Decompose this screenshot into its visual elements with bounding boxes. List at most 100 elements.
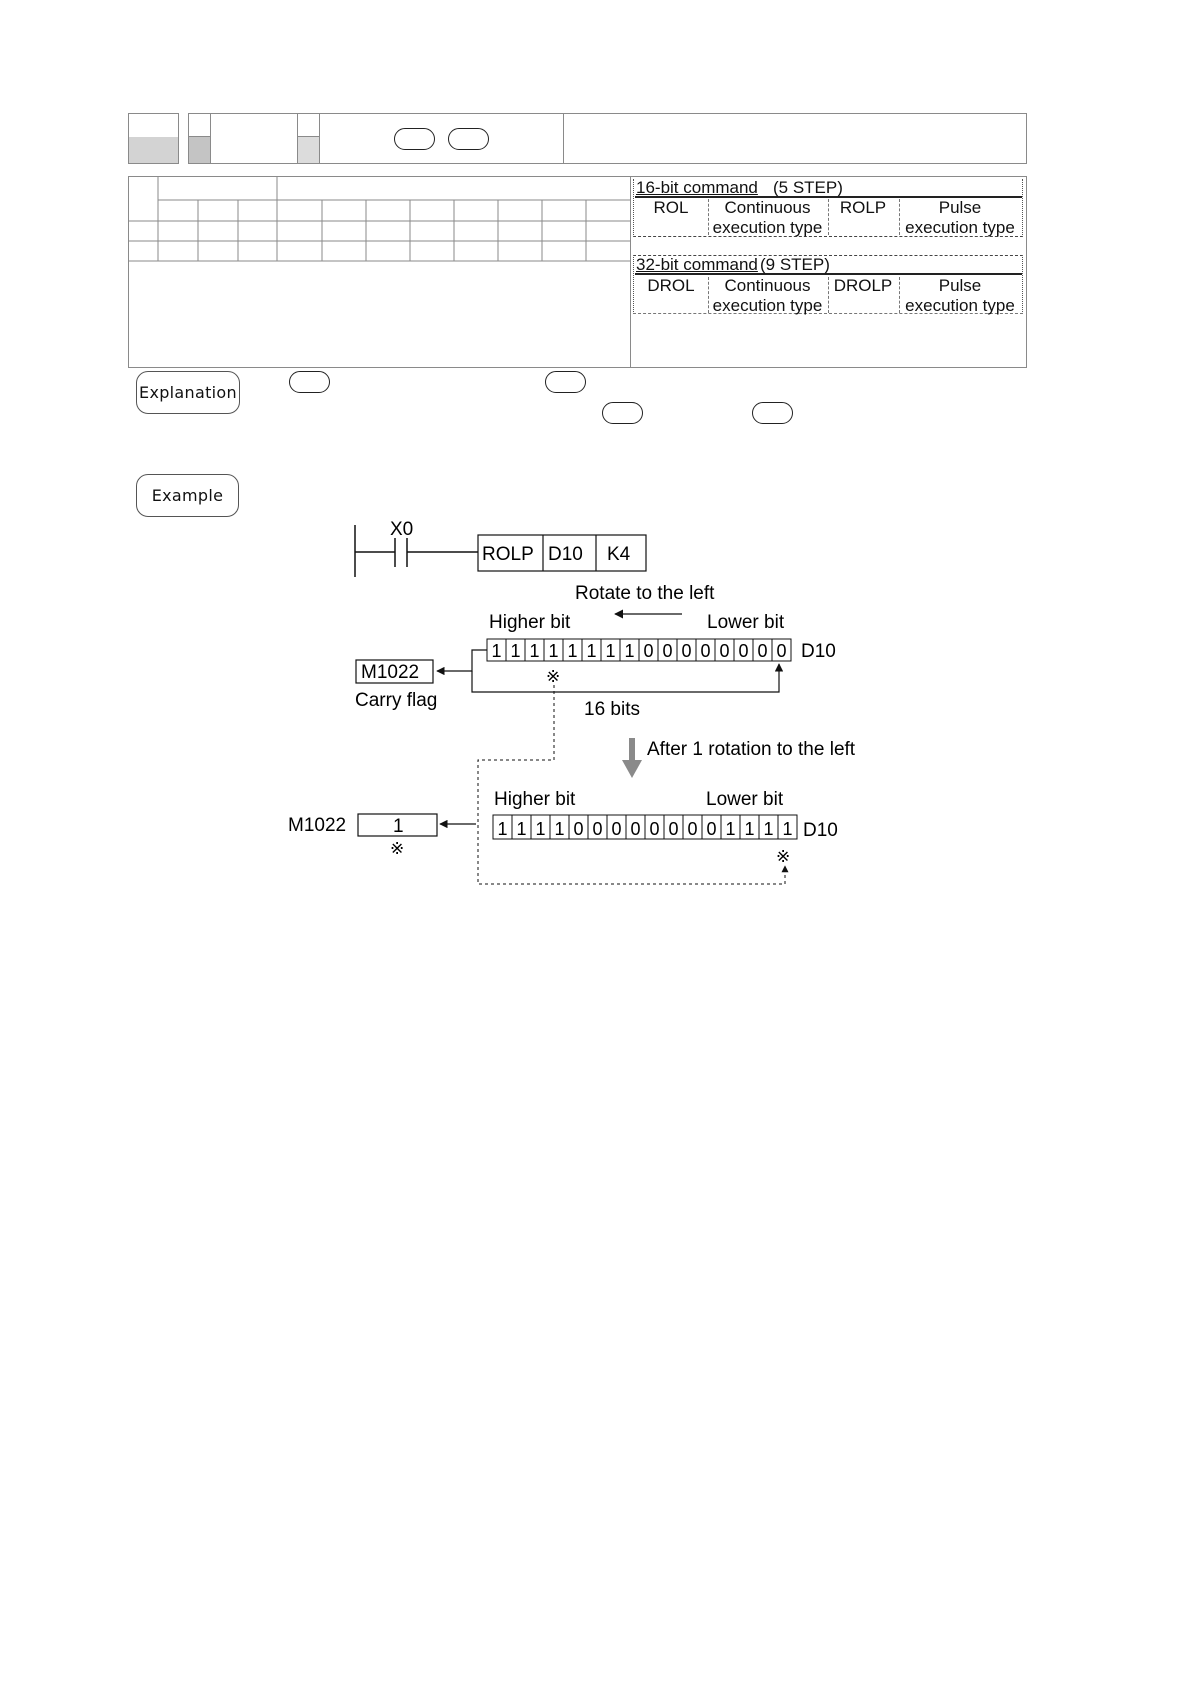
carry-label: Carry flag <box>355 690 437 711</box>
cmd32-sep-2 <box>828 277 829 313</box>
cmd16-header: 16-bit command <box>636 178 758 197</box>
after-bit-value: 1 <box>744 819 754 839</box>
before-bit-value: 1 <box>491 641 501 661</box>
carry-box-2 <box>357 813 438 837</box>
before-bit-cell <box>771 638 792 662</box>
operand-oval-2 <box>448 128 489 150</box>
header-cell-api <box>128 113 179 164</box>
header-divider-1 <box>210 113 211 164</box>
contact-label: X0 <box>390 519 413 540</box>
after-arrow <box>622 738 642 778</box>
cmd32-continuous-name: DROL <box>647 276 695 295</box>
cmd32-sep-3 <box>899 277 900 313</box>
header-cell-function <box>563 113 1027 164</box>
before-bit-value: 1 <box>529 641 539 661</box>
after-bit-value: 1 <box>535 819 545 839</box>
rotate-label: Rotate to the left <box>575 583 715 604</box>
after-bit-value: 0 <box>649 819 659 839</box>
explanation-oval-1 <box>289 371 330 393</box>
instruction-box <box>477 534 647 572</box>
after-bit-value: 1 <box>516 819 526 839</box>
cmd16-pulse-name: ROLP <box>839 198 887 217</box>
explanation-oval-2 <box>545 371 586 393</box>
carry-register-1: M1022 <box>361 662 419 683</box>
cmd16-continuous-type-1: Continuous <box>724 198 811 217</box>
before-bit-value: 1 <box>586 641 596 661</box>
after-bit-value: 0 <box>687 819 697 839</box>
cmd16-steps: (5 STEP) <box>773 178 843 197</box>
cmd16-rule <box>635 196 1022 198</box>
header-shade-2 <box>298 137 319 163</box>
after-bit-cell <box>777 814 798 840</box>
cmd16-continuous-type-2: execution type <box>712 218 823 237</box>
before-bit-value: 1 <box>548 641 558 661</box>
before-bit-value: 0 <box>757 641 767 661</box>
lower-bit-label-1: Lower bit <box>707 612 785 633</box>
wrap-line-1 <box>471 663 784 693</box>
cmd32-continuous-type-1: Continuous <box>724 276 811 295</box>
cmd32-box <box>633 255 1023 314</box>
after-bit-value: 1 <box>782 819 792 839</box>
example-label: Example <box>136 474 239 517</box>
instruction-d: D10 <box>548 544 583 565</box>
carry-value-2: 1 <box>393 816 404 837</box>
explanation-oval-4 <box>752 402 793 424</box>
cmd16-sep-1 <box>708 199 709 235</box>
before-bit-value: 0 <box>643 641 653 661</box>
bits-label: 16 bits <box>584 699 640 720</box>
cmd16-pulse-type-2: execution type <box>905 218 1015 237</box>
before-bit-value: 0 <box>719 641 729 661</box>
cmd32-sep-1 <box>708 277 709 313</box>
before-bit-value: 0 <box>700 641 710 661</box>
marker-lsb: ※ <box>776 847 790 866</box>
marker-msb: ※ <box>546 667 560 686</box>
cmd32-continuous-type-2: execution type <box>712 296 823 315</box>
instruction-op: ROLP <box>482 544 534 565</box>
after-bit-value: 0 <box>611 819 621 839</box>
cmd32-rule <box>635 273 1022 275</box>
header-shade-1 <box>189 137 210 163</box>
marker-carry: ※ <box>390 839 404 858</box>
cmd32-pulse-name: DROLP <box>833 276 893 295</box>
before-bit-value: 0 <box>681 641 691 661</box>
rotation-diagram: X0 ROLP D10 K4 Rotate to the left Higher… <box>288 519 856 885</box>
after-bit-value: 1 <box>725 819 735 839</box>
operand-oval-1 <box>394 128 435 150</box>
cmd32-header: 32-bit command <box>636 255 758 274</box>
header-divider-2 <box>297 113 298 164</box>
after-bit-value: 0 <box>592 819 602 839</box>
cmd16-sep-2 <box>828 199 829 235</box>
header-divider-3 <box>319 113 320 164</box>
cmd32-steps: (9 STEP) <box>760 255 830 274</box>
operand-table-split <box>630 176 631 368</box>
ladder-rung <box>354 525 478 577</box>
carry-box-1 <box>355 659 434 684</box>
lower-bit-label-2: Lower bit <box>706 789 784 810</box>
before-bit-value: 0 <box>738 641 748 661</box>
explanation-label: Explanation <box>136 371 240 414</box>
header-hline-1 <box>188 136 210 137</box>
instruction-k: K4 <box>607 544 631 565</box>
before-bit-value: 0 <box>662 641 672 661</box>
cmd16-box <box>633 179 1023 237</box>
register-label-1: D10 <box>801 641 836 662</box>
after-bit-value: 1 <box>554 819 564 839</box>
header-cell-api-shade <box>129 137 178 163</box>
after-bit-value: 0 <box>630 819 640 839</box>
before-bit-value: 1 <box>605 641 615 661</box>
after-label: After 1 rotation to the left <box>647 739 856 760</box>
cmd16-sep-3 <box>899 199 900 235</box>
before-bit-value: 0 <box>776 641 786 661</box>
explanation-oval-3 <box>602 402 643 424</box>
higher-bit-label-2: Higher bit <box>494 789 576 810</box>
after-bit-value: 0 <box>706 819 716 839</box>
carry-link-1 <box>436 649 487 676</box>
operand-table <box>128 176 1027 368</box>
after-bit-value: 1 <box>763 819 773 839</box>
higher-bit-label-1: Higher bit <box>489 612 571 633</box>
header-hline-2 <box>297 136 319 137</box>
before-bit-value: 1 <box>567 641 577 661</box>
cmd16-continuous-name: ROL <box>653 198 689 217</box>
